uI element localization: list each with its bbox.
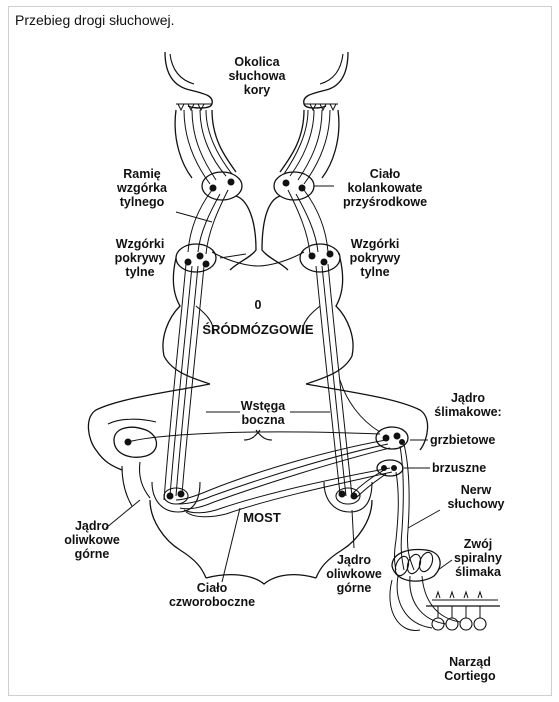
svg-text:pokrywy: pokrywy bbox=[350, 251, 401, 265]
label-cochlear-nucleus: Jądro ślimakowe: bbox=[434, 391, 501, 419]
svg-text:Ciało: Ciało bbox=[197, 581, 228, 595]
svg-text:tylne: tylne bbox=[125, 265, 154, 279]
ic-left bbox=[176, 244, 216, 272]
svg-text:słuchowa: słuchowa bbox=[229, 69, 287, 83]
svg-text:tylne: tylne bbox=[360, 265, 389, 279]
svg-text:Nerw: Nerw bbox=[461, 483, 492, 497]
label-ventral: brzuszne bbox=[432, 461, 486, 475]
svg-text:kolankowate: kolankowate bbox=[347, 181, 422, 195]
svg-text:ślimaka: ślimaka bbox=[455, 565, 502, 579]
label-olive-right: Jądro oliwkowe górne bbox=[326, 553, 382, 595]
label-brachium: Ramię wzgórka tylnego bbox=[116, 167, 168, 209]
svg-text:Wzgórki: Wzgórki bbox=[351, 237, 400, 251]
svg-text:Jądro: Jądro bbox=[337, 553, 371, 567]
svg-text:czworoboczne: czworoboczne bbox=[169, 595, 255, 609]
label-nerve: Nerw słuchowy bbox=[448, 483, 505, 511]
svg-text:oliwkowe: oliwkowe bbox=[326, 567, 382, 581]
label-dorsal: grzbietowe bbox=[430, 433, 495, 447]
label-ic-right: Wzgórki pokrywy tylne bbox=[350, 237, 401, 279]
svg-text:wzgórka: wzgórka bbox=[116, 181, 168, 195]
svg-text:Cortiego: Cortiego bbox=[444, 669, 496, 683]
label-trapezoid: Ciało czworoboczne bbox=[169, 581, 255, 609]
left-cochlear-nucleus-neuron bbox=[125, 432, 381, 446]
label-zero: 0 bbox=[255, 298, 262, 312]
svg-text:przyśrodkowe: przyśrodkowe bbox=[343, 195, 427, 209]
svg-text:Jądro: Jądro bbox=[451, 391, 485, 405]
svg-text:Ciało: Ciało bbox=[370, 167, 401, 181]
svg-text:Zwój: Zwój bbox=[464, 537, 492, 551]
label-midbrain: ŚRÓDMÓZGOWIE bbox=[202, 322, 314, 337]
svg-text:spiralny: spiralny bbox=[454, 551, 502, 565]
svg-text:ślimakowe:: ślimakowe: bbox=[434, 405, 501, 419]
label-cortex: Okolica słuchowa kory bbox=[229, 55, 287, 97]
label-mgb: Ciało kolankowate przyśrodkowe bbox=[343, 167, 427, 209]
label-olive-left: Jądro oliwkowe górne bbox=[64, 519, 120, 561]
label-pons: MOST bbox=[243, 510, 281, 525]
svg-text:boczna: boczna bbox=[241, 413, 285, 427]
ic-right bbox=[300, 244, 340, 272]
svg-text:Jądro: Jądro bbox=[75, 519, 109, 533]
svg-text:pokrywy: pokrywy bbox=[115, 251, 166, 265]
label-ganglion: Zwój spiralny ślimaka bbox=[454, 537, 502, 579]
svg-text:kory: kory bbox=[244, 83, 270, 97]
svg-text:Okolica: Okolica bbox=[234, 55, 280, 69]
svg-text:górne: górne bbox=[75, 547, 110, 561]
label-ic-left: Wzgórki pokrywy tylne bbox=[115, 237, 166, 279]
svg-text:Ramię: Ramię bbox=[123, 167, 161, 181]
svg-text:tylnego: tylnego bbox=[120, 195, 165, 209]
svg-text:górne: górne bbox=[337, 581, 372, 595]
spiral-ganglion bbox=[392, 550, 440, 582]
label-corti: Narząd Cortiego bbox=[444, 655, 496, 683]
label-lemniscus: Wstęga boczna bbox=[241, 399, 287, 427]
svg-text:Narząd: Narząd bbox=[449, 655, 491, 669]
svg-text:słuchowy: słuchowy bbox=[448, 497, 505, 511]
cortex-neuron-marks bbox=[178, 104, 336, 110]
svg-text:Wzgórki: Wzgórki bbox=[116, 237, 165, 251]
svg-text:Wstęga: Wstęga bbox=[241, 399, 287, 413]
svg-text:oliwkowe: oliwkowe bbox=[64, 533, 120, 547]
